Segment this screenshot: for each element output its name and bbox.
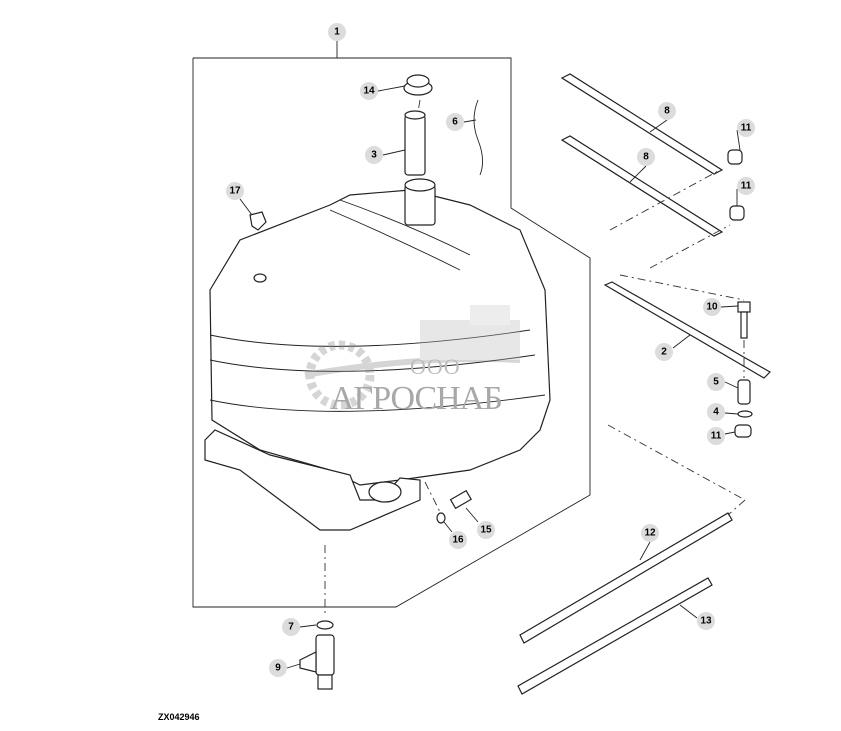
callout-16: 16: [449, 531, 467, 549]
spacer: [737, 379, 751, 405]
support-rail: [560, 73, 724, 237]
vent-fitting: [249, 211, 267, 231]
svg-text:16: 16: [452, 535, 464, 546]
strainer: [404, 110, 426, 176]
svg-text:7: 7: [288, 622, 294, 633]
drain-valve: [299, 634, 335, 690]
callout-13: 13: [697, 612, 715, 630]
svg-text:4: 4: [713, 407, 719, 418]
svg-text:8: 8: [643, 152, 649, 163]
svg-text:15: 15: [480, 525, 492, 536]
svg-text:2: 2: [661, 347, 667, 358]
callout-8b: 8: [637, 148, 655, 166]
callout-11a: 11: [737, 119, 755, 137]
assembly-frame: [192, 57, 591, 608]
watermark-name: АГРОСНАБ: [330, 380, 503, 417]
svg-text:1: 1: [334, 27, 340, 38]
figure-code: ZX042946: [158, 712, 200, 722]
svg-text:11: 11: [711, 431, 722, 442]
svg-text:14: 14: [363, 86, 375, 97]
callout-11c: 11: [707, 427, 725, 445]
leader-lines: [239, 85, 741, 669]
filler-cap: [403, 74, 433, 96]
callout-4: 4: [707, 403, 725, 421]
o-ring-bottom: [316, 620, 334, 630]
svg-text:11: 11: [741, 123, 752, 134]
svg-text:12: 12: [644, 528, 656, 539]
callout-5: 5: [707, 373, 725, 391]
retainer-chain: [473, 99, 483, 176]
callout-1: 1: [328, 23, 346, 41]
bolt: [737, 301, 751, 339]
washer: [737, 410, 753, 418]
callout-17: 17: [226, 182, 244, 200]
svg-text:11: 11: [741, 181, 752, 192]
callout-8a: 8: [658, 102, 676, 120]
callout-6: 6: [446, 113, 464, 131]
watermark-prefix: ООО: [410, 354, 461, 379]
svg-text:9: 9: [275, 663, 281, 674]
callout-9: 9: [269, 659, 287, 677]
rubber-mount: [727, 149, 752, 438]
callout-15: 15: [477, 521, 495, 539]
o-ring: [436, 512, 446, 524]
svg-text:17: 17: [229, 186, 241, 197]
fuel-tank: [204, 178, 551, 531]
callout-2: 2: [655, 343, 673, 361]
svg-text:10: 10: [706, 302, 718, 313]
svg-text:5: 5: [713, 377, 719, 388]
bracket: [603, 281, 771, 379]
watermark-logo: [304, 305, 521, 410]
svg-text:3: 3: [371, 150, 377, 161]
callout-12: 12: [641, 524, 659, 542]
svg-text:6: 6: [452, 117, 458, 128]
callout-10: 10: [703, 298, 721, 316]
rod: [517, 512, 733, 695]
callout-7: 7: [282, 618, 300, 636]
svg-text:13: 13: [700, 616, 712, 627]
callout-3: 3: [365, 146, 383, 164]
svg-text:8: 8: [664, 106, 670, 117]
drain-fitting: [449, 489, 472, 510]
callout-14: 14: [360, 82, 378, 100]
callout-11b: 11: [737, 177, 755, 195]
